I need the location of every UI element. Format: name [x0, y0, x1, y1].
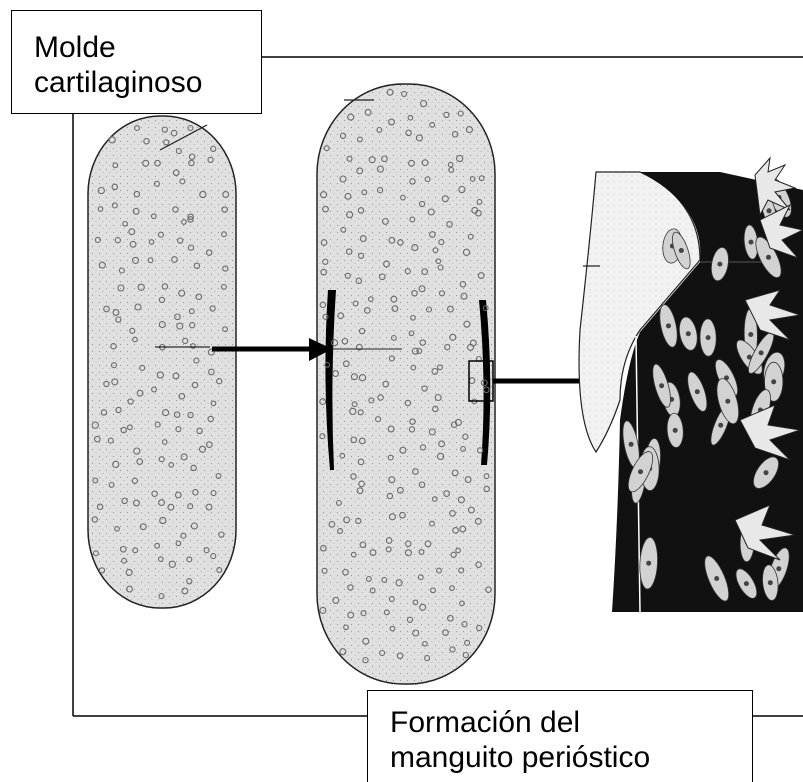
- cell-nucleus: [725, 399, 730, 404]
- cell-nucleus: [638, 469, 643, 474]
- label-cartilage-mold: Molde cartilaginoso: [11, 10, 262, 114]
- cartilage-mold-left: [88, 116, 236, 608]
- cell-nucleus: [646, 561, 651, 566]
- label-periosteal-collar-line-1: Formación del: [390, 705, 742, 740]
- cell-nucleus: [717, 262, 722, 267]
- label-periosteal-collar-line-2: manguito perióstico: [390, 740, 742, 775]
- cartilage-mold-middle: [317, 84, 495, 684]
- cell-nucleus: [748, 332, 753, 337]
- cell-nucleus: [679, 248, 684, 253]
- cell-nucleus: [673, 428, 678, 433]
- cell-nucleus: [686, 331, 691, 336]
- cell-nucleus: [629, 442, 634, 447]
- cell-nucleus: [767, 208, 772, 213]
- cell-nucleus: [764, 470, 769, 475]
- cell-nucleus: [706, 335, 711, 340]
- cell-nucleus: [695, 389, 700, 394]
- cell-nucleus: [776, 566, 781, 571]
- cell-nucleus: [766, 255, 771, 260]
- cell-nucleus: [666, 323, 671, 328]
- cell-nucleus: [718, 423, 723, 428]
- label-cartilage-mold-line-1: Molde: [34, 30, 251, 65]
- cell-nucleus: [759, 350, 764, 355]
- label-periosteal-collar: Formación del manguito perióstico: [367, 690, 753, 782]
- cell-nucleus: [749, 240, 754, 245]
- label-cartilage-mold-line-2: cartilaginoso: [34, 65, 251, 100]
- cell-nucleus: [771, 379, 776, 384]
- cell-nucleus: [768, 580, 773, 585]
- cell-nucleus: [744, 581, 749, 586]
- cell-nucleus: [659, 383, 664, 388]
- magnified-periosteal-section: [579, 158, 803, 612]
- cell-nucleus: [714, 576, 719, 581]
